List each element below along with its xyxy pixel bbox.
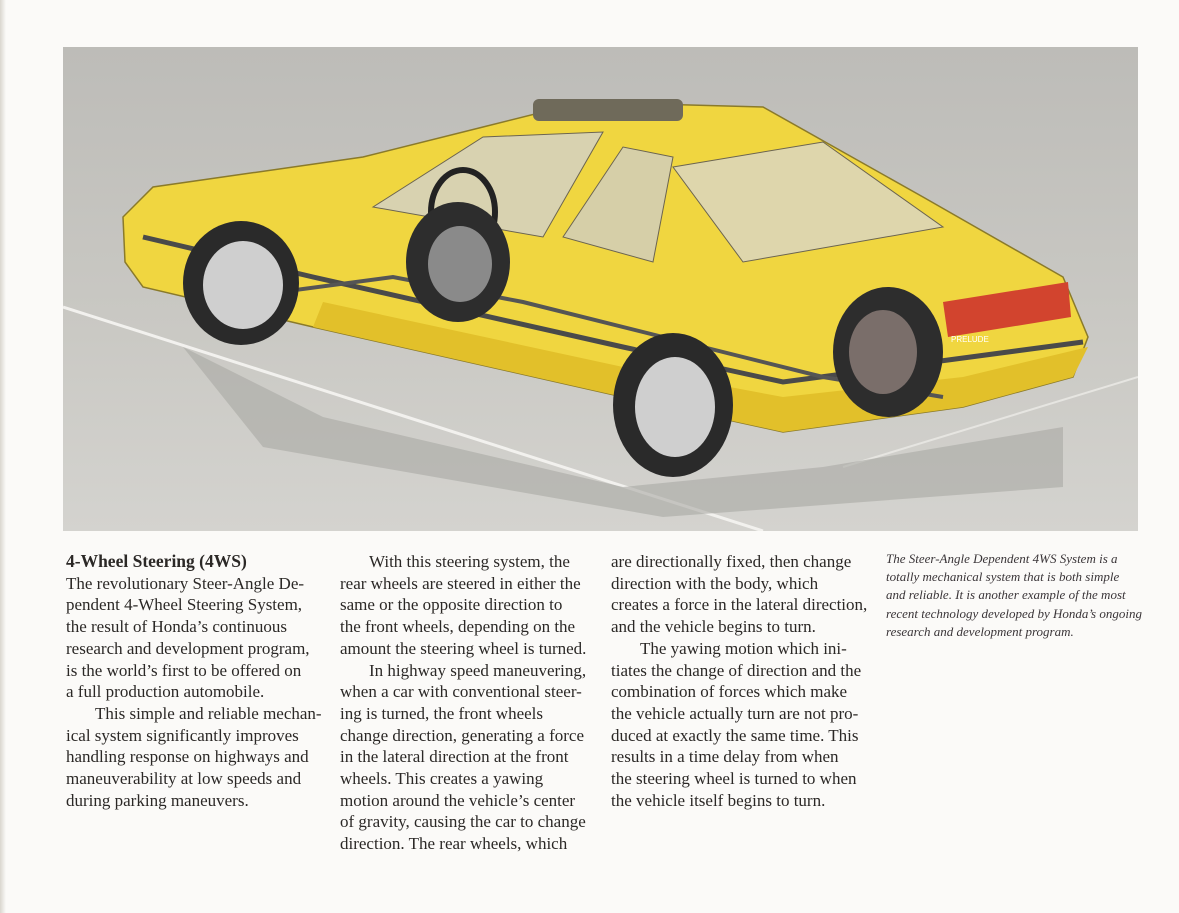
- text-line: handling response on highways and: [66, 747, 309, 767]
- text-line: and the vehicle begins to turn.: [611, 617, 816, 637]
- text-line: the front wheels, depending on the: [340, 617, 576, 637]
- caption-line: and reliable. It is another example of t…: [886, 587, 1126, 603]
- text-line: duced at exactly the same time. This: [611, 725, 859, 745]
- text-line: This simple and reliable mechan-: [95, 703, 322, 723]
- text-line: when a car with conventional steer-: [340, 682, 582, 702]
- text-line: same or the opposite direction to: [340, 595, 563, 615]
- front-left-wheel: [183, 221, 299, 345]
- prelude-badge: PRELUDE: [951, 335, 989, 344]
- text-line: ical system significantly improves: [66, 725, 299, 745]
- rear-left-wheel: [613, 333, 733, 477]
- section-heading: 4-Wheel Steering (4WS): [66, 551, 247, 571]
- text-line: amount the steering wheel is turned.: [340, 638, 587, 658]
- text-line: motion around the vehicle’s center: [340, 790, 576, 810]
- text-line: combination of forces which make: [611, 682, 848, 702]
- text-line: is the world’s first to be offered on: [66, 660, 302, 680]
- text-line: in the lateral direction at the front: [340, 747, 569, 767]
- front-right-wheel: [406, 202, 510, 322]
- text-line: the vehicle itself begins to turn.: [611, 790, 826, 810]
- column-2: With this steering system, the rear whee…: [340, 551, 586, 855]
- text-line: research and development program,: [66, 638, 310, 658]
- text-line: wheels. This creates a yawing: [340, 769, 544, 789]
- text-line: The revolutionary Steer-Angle De-: [66, 573, 305, 593]
- caption-line: The Steer-Angle Dependent 4WS System is …: [886, 551, 1118, 566]
- text-line: during parking maneuvers.: [66, 790, 249, 810]
- text-line: maneuverability at low speeds and: [66, 769, 302, 789]
- text-line: change direction, generating a force: [340, 725, 585, 745]
- text-line: rear wheels are steered in either the: [340, 573, 581, 593]
- text-line: pendent 4-Wheel Steering System,: [66, 595, 303, 615]
- caption-line: totally mechanical system that is both s…: [886, 569, 1120, 585]
- text-line: a full production automobile.: [66, 682, 265, 702]
- illustration-caption: The Steer-Angle Dependent 4WS System is …: [886, 550, 1142, 641]
- caption-line: recent technology developed by Honda’s o…: [886, 605, 1142, 621]
- text-line: direction with the body, which: [611, 573, 819, 593]
- text-line: the vehicle actually turn are not pro-: [611, 703, 859, 723]
- text-line: are directionally fixed, then change: [611, 552, 852, 571]
- text-line: ing is turned, the front wheels: [340, 703, 544, 723]
- rear-right-wheel: [833, 287, 943, 417]
- column-3: are directionally fixed, then change dir…: [611, 551, 867, 811]
- column-1: 4-Wheel Steering (4WS) The revolutionary…: [66, 551, 322, 811]
- caption-line: research and development program.: [886, 623, 1074, 639]
- text-line: the steering wheel is turned to when: [611, 769, 857, 789]
- text-line: With this steering system, the: [369, 552, 570, 571]
- text-line: of gravity, causing the car to change: [340, 812, 586, 832]
- car-cutaway-illustration: PRELUDE: [63, 47, 1138, 531]
- text-line: results in a time delay from when: [611, 747, 839, 767]
- text-line: In highway speed maneuvering,: [369, 660, 587, 680]
- text-line: The yawing motion which ini-: [640, 638, 847, 658]
- text-line: tiates the change of direction and the: [611, 660, 862, 680]
- page-edge: [0, 0, 6, 913]
- text-line: creates a force in the lateral direction…: [611, 595, 868, 615]
- text-line: direction. The rear wheels, which: [340, 834, 568, 854]
- text-line: the result of Honda’s continuous: [66, 617, 287, 637]
